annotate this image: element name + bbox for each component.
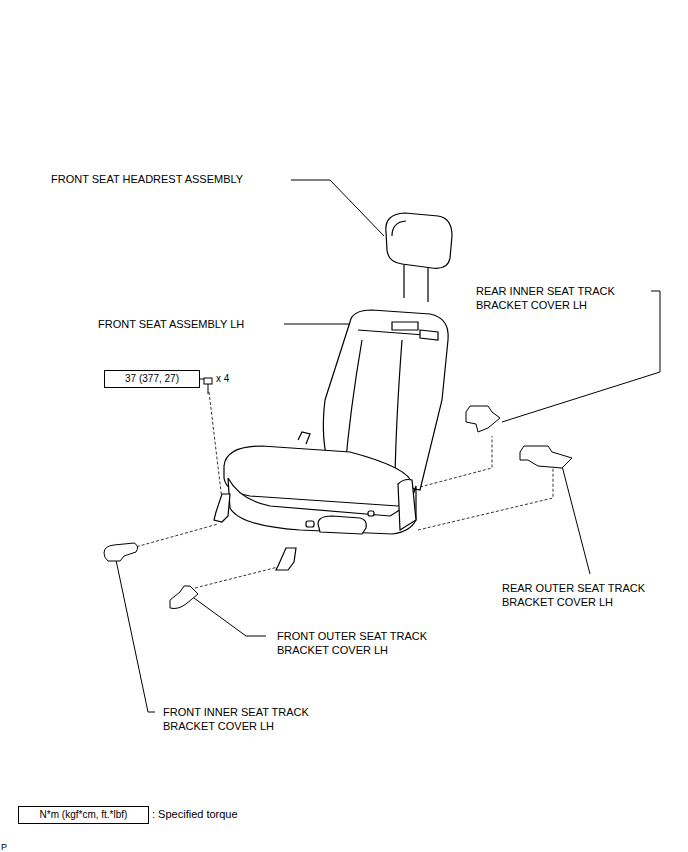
part-label: : Specified torque	[152, 807, 238, 821]
part-label: P	[1, 840, 7, 852]
torque-text: 37 (377, 27)	[109, 372, 195, 386]
torque-box: 37 (377, 27)	[104, 370, 200, 388]
torque-text: N*m (kgf*cm, ft.*lbf)	[23, 808, 144, 822]
part-label: REAR OUTER SEAT TRACK BRACKET COVER LH	[502, 581, 670, 609]
part-label: FRONT INNER SEAT TRACK BRACKET COVER LH	[163, 705, 337, 733]
part-label: FRONT SEAT HEADREST ASSEMBLY	[51, 172, 243, 186]
torque-box: N*m (kgf*cm, ft.*lbf)	[18, 806, 149, 824]
part-label: REAR INNER SEAT TRACK BRACKET COVER LH	[476, 284, 642, 312]
part-label: FRONT OUTER SEAT TRACK BRACKET COVER LH	[277, 629, 453, 657]
part-label: FRONT SEAT ASSEMBLY LH	[98, 317, 244, 331]
part-label: x 4	[216, 372, 229, 386]
